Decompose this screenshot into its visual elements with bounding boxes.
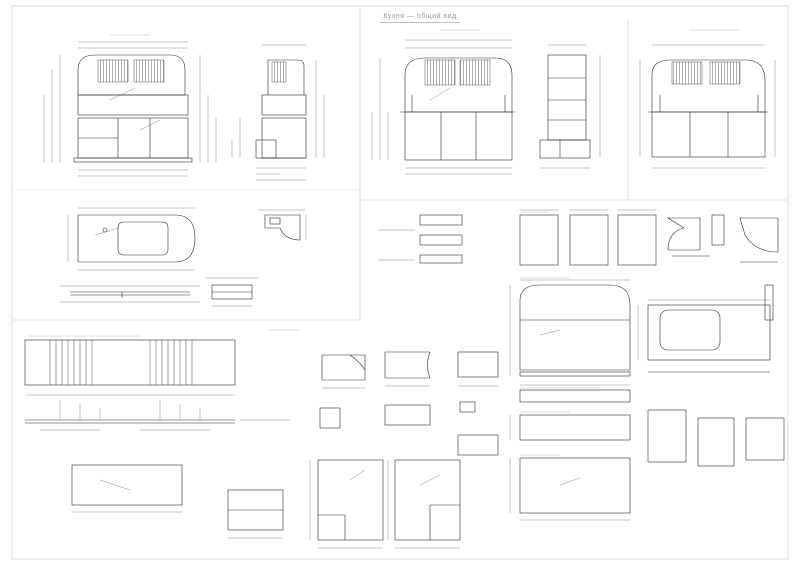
tabletop-dimensions (67, 207, 195, 271)
annotation-marks (28, 29, 740, 456)
rear-dimensions (639, 44, 776, 169)
section-b (205, 277, 258, 307)
tabletop-plan (77, 214, 196, 263)
sheet-frame (11, 5, 789, 560)
front-view (73, 54, 193, 163)
facade-dimensions (371, 39, 512, 175)
parts-dimensions (509, 209, 770, 521)
panel-dimensions (25, 394, 290, 513)
rear-view (648, 59, 768, 158)
small-parts (227, 351, 499, 541)
small-parts-dimensions (228, 385, 498, 549)
section-a (60, 285, 200, 303)
corner-detail (258, 209, 307, 241)
front-view-dimensions (43, 41, 217, 177)
side-view-dimensions (231, 44, 325, 181)
panel-cutting-layout (24, 339, 236, 506)
parts-list (519, 214, 785, 514)
sheet-title: Кухня — общий вид (380, 12, 460, 23)
side-section (539, 44, 601, 169)
plinth-parts (378, 214, 463, 264)
side-view (255, 59, 307, 159)
facade-view (400, 57, 515, 161)
